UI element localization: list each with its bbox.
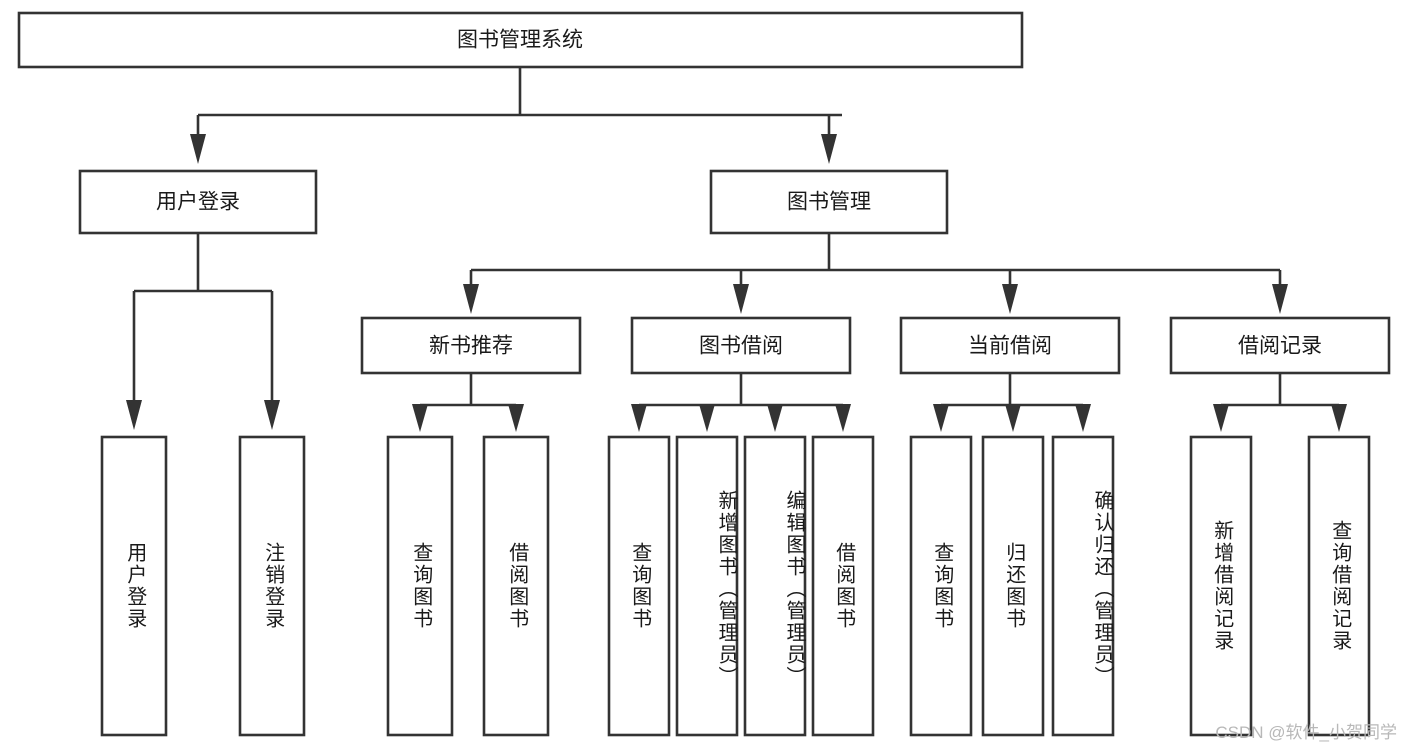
- leaf-box-logout[interactable]: [238, 435, 306, 737]
- arrow-head-cb-leaf-3: [1075, 404, 1091, 432]
- node-new-book-recommend-label: 新书推荐: [429, 335, 513, 358]
- node-user-login-box[interactable]: [78, 169, 318, 235]
- leaf-box-add-book-admin[interactable]: [675, 435, 739, 737]
- arrow-head-ul-leaf-2: [264, 400, 280, 430]
- arrow-head-cb-leaf-2: [1005, 404, 1021, 432]
- leaf-box-add-borrow-record[interactable]: [1189, 435, 1253, 737]
- connector-group-user-login: [126, 233, 280, 430]
- node-root-box[interactable]: [17, 11, 1024, 69]
- leaf-box-borrow-book-nb[interactable]: [482, 435, 550, 737]
- leaf-box-query-book-bb[interactable]: [607, 435, 671, 737]
- connector-group-root: [190, 67, 842, 164]
- node-book-borrow[interactable]: 图书借阅: [630, 316, 852, 375]
- arrow-head-cb-leaf-1: [933, 404, 949, 432]
- node-current-borrow-label: 当前借阅: [968, 335, 1052, 358]
- node-borrow-record-box[interactable]: [1169, 316, 1391, 375]
- node-current-borrow-box[interactable]: [899, 316, 1121, 375]
- node-borrow-record-label: 借阅记录: [1238, 335, 1322, 358]
- node-book-borrow-label: 图书借阅: [699, 335, 783, 358]
- node-book-management-label: 图书管理: [787, 191, 871, 214]
- arrow-head-br-leaf-2: [1331, 404, 1347, 432]
- leaf-box-query-book-cb[interactable]: [909, 435, 973, 737]
- node-user-login[interactable]: 用户登录: [78, 169, 318, 235]
- leaf-box-borrow-book-bb[interactable]: [811, 435, 875, 737]
- node-book-management[interactable]: 图书管理: [709, 169, 949, 235]
- connector-group-new-book: [412, 373, 524, 432]
- node-book-management-box[interactable]: [709, 169, 949, 235]
- connector-group-borrow-record: [1213, 373, 1347, 432]
- arrow-head-bb-leaf-2: [699, 404, 715, 432]
- connector-group-borrow: [631, 373, 851, 432]
- arrow-head-to-borrow: [733, 284, 749, 314]
- arrow-head-bb-leaf-4: [835, 404, 851, 432]
- arrow-head-bb-leaf-3: [767, 404, 783, 432]
- csdn-watermark: CSDN @软件_小贺同学: [1215, 723, 1397, 742]
- node-book-borrow-box[interactable]: [630, 316, 852, 375]
- leaf-box-user-login[interactable]: [100, 435, 168, 737]
- arrow-head-nb-leaf-2: [508, 404, 524, 432]
- leaf-box-return-book[interactable]: [981, 435, 1045, 737]
- node-root[interactable]: 图书管理系统: [17, 11, 1024, 69]
- arrow-head-bb-leaf-1: [631, 404, 647, 432]
- leaf-box-confirm-return-admin[interactable]: [1051, 435, 1115, 737]
- arrow-head-to-new-book: [463, 284, 479, 314]
- arrow-head-to-current-borrow: [1002, 284, 1018, 314]
- arrow-head-to-book-mgmt: [821, 134, 837, 164]
- node-current-borrow[interactable]: 当前借阅: [899, 316, 1121, 375]
- node-root-label: 图书管理系统: [457, 29, 583, 52]
- arrow-head-to-borrow-record: [1272, 284, 1288, 314]
- node-user-login-label: 用户登录: [156, 191, 240, 214]
- node-new-book-recommend-box[interactable]: [360, 316, 582, 375]
- leaf-box-query-borrow-record[interactable]: [1307, 435, 1371, 737]
- connector-group-current-borrow: [933, 373, 1091, 432]
- leaf-box-query-book-nb[interactable]: [386, 435, 454, 737]
- node-borrow-record[interactable]: 借阅记录: [1169, 316, 1391, 375]
- arrow-head-br-leaf-1: [1213, 404, 1229, 432]
- arrow-head-ul-leaf-1: [126, 400, 142, 430]
- node-new-book-recommend[interactable]: 新书推荐: [360, 316, 582, 375]
- leaf-box-edit-book-admin[interactable]: [743, 435, 807, 737]
- connector-group-book-mgmt: [463, 233, 1288, 314]
- arrow-head-to-user-login: [190, 134, 206, 164]
- arrow-head-nb-leaf-1: [412, 404, 428, 432]
